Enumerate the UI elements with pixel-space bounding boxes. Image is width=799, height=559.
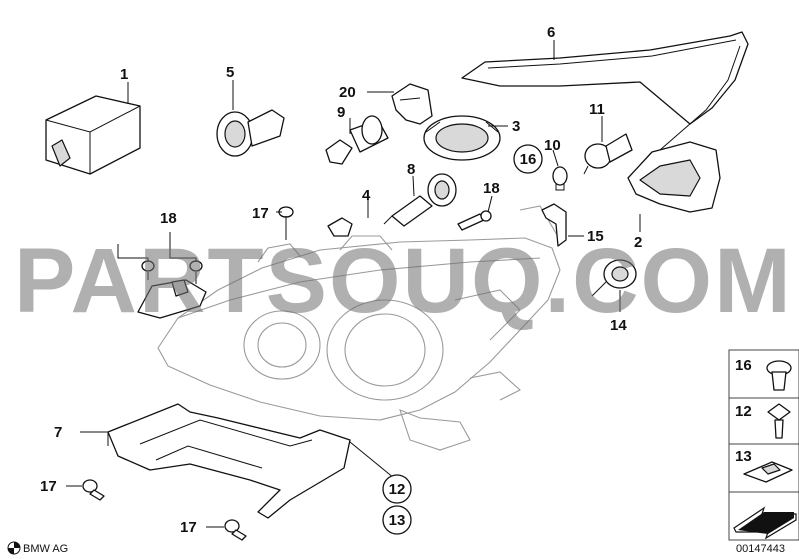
legend-cap-nut-icon [766, 360, 792, 391]
callout-6[interactable]: 6 [547, 24, 555, 41]
callout-18-screw[interactable]: 18 [483, 180, 500, 197]
support-frame[interactable] [107, 403, 351, 519]
callout-12-circled[interactable]: 12 [382, 474, 412, 504]
callout-5[interactable]: 5 [226, 64, 234, 81]
cap-nut-ghost [519, 205, 561, 241]
callout-17-left[interactable]: 17 [40, 478, 57, 495]
callout-16-circled[interactable]: 16 [513, 144, 543, 174]
screw-17-top[interactable] [278, 206, 294, 240]
adjusting-element[interactable] [591, 259, 637, 297]
callout-16-label: 16 [520, 151, 537, 168]
callout-9[interactable]: 9 [337, 104, 345, 121]
halogen-bulb[interactable] [325, 115, 389, 165]
screw-17-left[interactable] [82, 479, 105, 501]
callout-17-bottom[interactable]: 17 [180, 519, 197, 536]
callout-1[interactable]: 1 [120, 66, 128, 83]
callout-11[interactable]: 11 [589, 101, 605, 118]
sealing-ring[interactable] [423, 115, 501, 161]
small-bulb-socket[interactable] [583, 133, 633, 175]
callout-7[interactable]: 7 [54, 424, 62, 441]
diagram-number: 00147443 [736, 543, 785, 555]
bulb-holder-clip[interactable] [391, 83, 433, 125]
callout-15[interactable]: 15 [587, 228, 604, 245]
legend-panel: 16 12 13 [728, 349, 799, 541]
callout-12-label: 12 [389, 481, 406, 498]
legend-label-12: 12 [735, 403, 752, 420]
callout-10[interactable]: 10 [544, 137, 561, 154]
screw-17-bottom[interactable] [224, 519, 247, 541]
callout-20[interactable]: 20 [339, 84, 356, 101]
callout-8[interactable]: 8 [407, 161, 415, 178]
callout-13-circled[interactable]: 13 [382, 505, 412, 535]
callout-4[interactable]: 4 [362, 187, 371, 204]
copyright: BMW AG [23, 543, 68, 555]
callout-18-bracket[interactable]: 18 [160, 210, 177, 227]
callout-14[interactable]: 14 [610, 317, 627, 334]
cover-strip[interactable] [461, 31, 749, 151]
callout-17-top[interactable]: 17 [252, 205, 269, 222]
callout-3[interactable]: 3 [512, 118, 520, 135]
legend-label-13: 13 [735, 448, 752, 465]
legend-clip-nut-icon [743, 461, 793, 483]
side-light-bulb[interactable] [552, 166, 568, 191]
xenon-bulb[interactable] [383, 173, 457, 227]
housing-cap[interactable] [627, 141, 721, 213]
direction-arrow-icon [733, 506, 797, 540]
control-unit-box[interactable] [45, 95, 141, 175]
bmw-logo-icon [7, 541, 21, 555]
callout-2[interactable]: 2 [634, 234, 642, 251]
legend-screw-icon [767, 403, 791, 439]
retaining-clip-4[interactable] [327, 217, 353, 237]
callout-13-label: 13 [389, 512, 406, 529]
leader-lines [66, 40, 641, 528]
bulb-socket[interactable] [216, 109, 285, 157]
screw-18-right[interactable] [457, 210, 492, 231]
watermark: PARTSOUQ.COM [14, 230, 793, 332]
legend-label-16: 16 [735, 357, 752, 374]
bracket-18[interactable] [137, 260, 207, 319]
clip-strap[interactable] [541, 203, 567, 247]
headlight-housing[interactable] [157, 235, 561, 451]
